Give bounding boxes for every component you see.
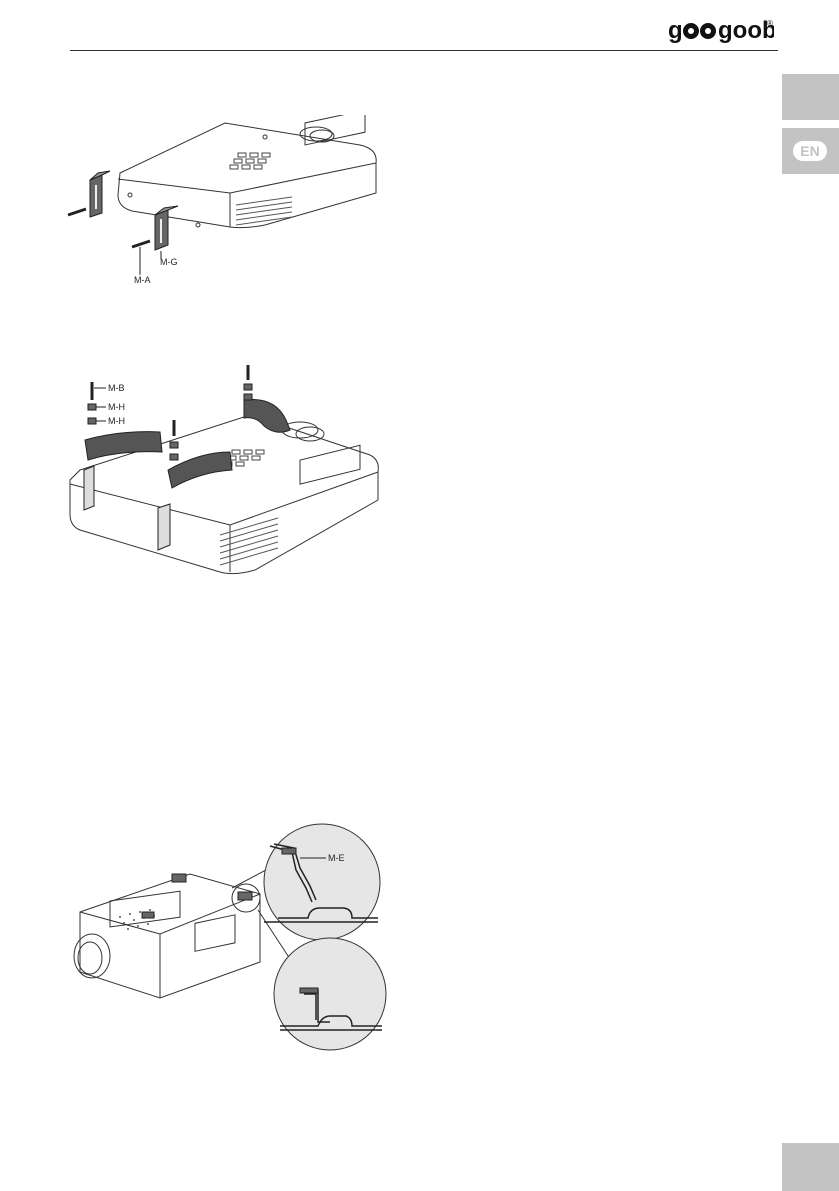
- label-m-a: M-A: [134, 275, 151, 285]
- svg-text:g: g: [668, 17, 683, 44]
- label-m-b: M-B: [108, 383, 125, 393]
- label-m-g: M-G: [160, 257, 178, 267]
- registered-mark: ®: [767, 19, 773, 28]
- brand-text: goobay: [718, 17, 774, 44]
- label-m-e: M-E: [328, 853, 345, 863]
- side-tab-blank: [782, 74, 839, 120]
- figure-arm-mount: M-B M-H M-H: [60, 360, 390, 580]
- header-rule: [70, 50, 778, 51]
- page-number-tab: [782, 1143, 839, 1191]
- label-m-h-1: M-H: [108, 402, 125, 412]
- goobay-logo: g goobay ®: [668, 16, 774, 44]
- language-badge: EN: [793, 141, 827, 161]
- side-tab-language: EN: [782, 128, 839, 174]
- label-m-h-2: M-H: [108, 416, 125, 426]
- figure-bracket-mount: M-A M-G: [60, 115, 390, 290]
- figure-clip-detail: M-E: [60, 822, 390, 1052]
